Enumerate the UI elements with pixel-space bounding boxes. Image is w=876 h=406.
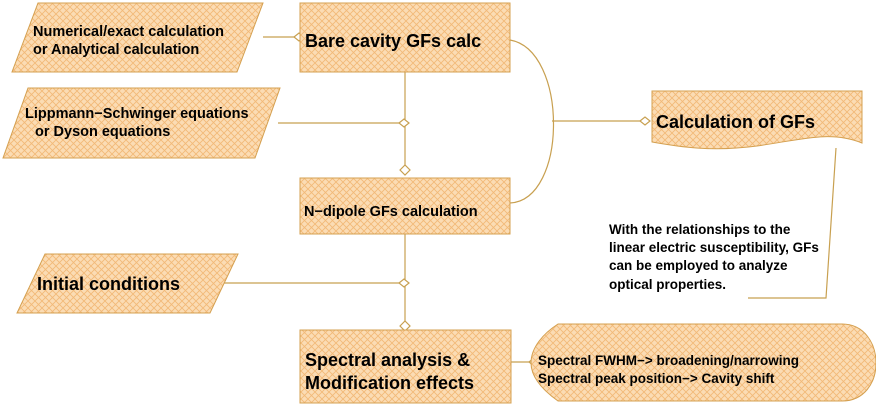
gfs-note-line4: optical properties. [609, 276, 727, 292]
joint-ndipole-top [399, 164, 411, 176]
spectral-line1: Spectral analysis & [305, 350, 471, 370]
gfs-note-line2: linear electric susceptibility, GFs [609, 240, 819, 256]
initial-node: Initial conditions [37, 273, 180, 296]
joint-initial [398, 278, 410, 288]
connector-brace-arc [509, 39, 554, 204]
gfs-note-line1: With the relationships to the [609, 222, 791, 237]
calculation-gfs-label: Calculation of GFs [656, 112, 816, 132]
joint-spectral-top [399, 320, 411, 332]
joint-lippmann [398, 118, 410, 128]
initial-label: Initial conditions [37, 274, 180, 294]
spectral-shape [299, 329, 512, 404]
numerical-line1: Numerical/exact calculation [33, 24, 224, 40]
n-dipole-node: N−dipole GFs calculation [304, 203, 478, 221]
spectral-results-shape [530, 323, 876, 402]
spectral-node: Spectral analysis & Modification effects [305, 349, 474, 396]
bare-cavity-shape [299, 2, 511, 73]
gfs-note: With the relationships to the linear ele… [609, 221, 819, 294]
initial-shape [16, 253, 239, 314]
numerical-line2: or Analytical calculation [33, 42, 200, 59]
connector-calc-note [748, 147, 837, 299]
lippmann-shape [2, 87, 281, 159]
spectral-results-line1: Spectral FWHM−> broadening/narrowing [538, 353, 800, 368]
numerical-node: Numerical/exact calculation or Analytica… [33, 23, 224, 59]
spectral-results-line2: Spectral peak position−> Cavity shift [538, 371, 775, 387]
spectral-results-node: Spectral FWHM−> broadening/narrowing Spe… [538, 352, 799, 388]
n-dipole-label: N−dipole GFs calculation [304, 204, 478, 220]
spectral-line2: Modification effects [305, 373, 475, 394]
lippmann-line1: Lippmann−Schwinger equations [25, 106, 249, 122]
lippmann-node: Lippmann−Schwinger equations or Dyson eq… [25, 105, 249, 141]
bare-cavity-node: Bare cavity GFs calc [305, 30, 481, 53]
lippmann-line2: or Dyson equations [35, 124, 171, 141]
joint-calc-left [639, 116, 651, 126]
n-dipole-shape [299, 177, 511, 235]
gfs-note-line3: can be employed to analyze [609, 258, 788, 274]
bare-cavity-label: Bare cavity GFs calc [305, 31, 482, 51]
numerical-shape [11, 2, 264, 73]
calculation-gfs-shape [651, 90, 863, 150]
calculation-gfs-node: Calculation of GFs [656, 111, 815, 134]
